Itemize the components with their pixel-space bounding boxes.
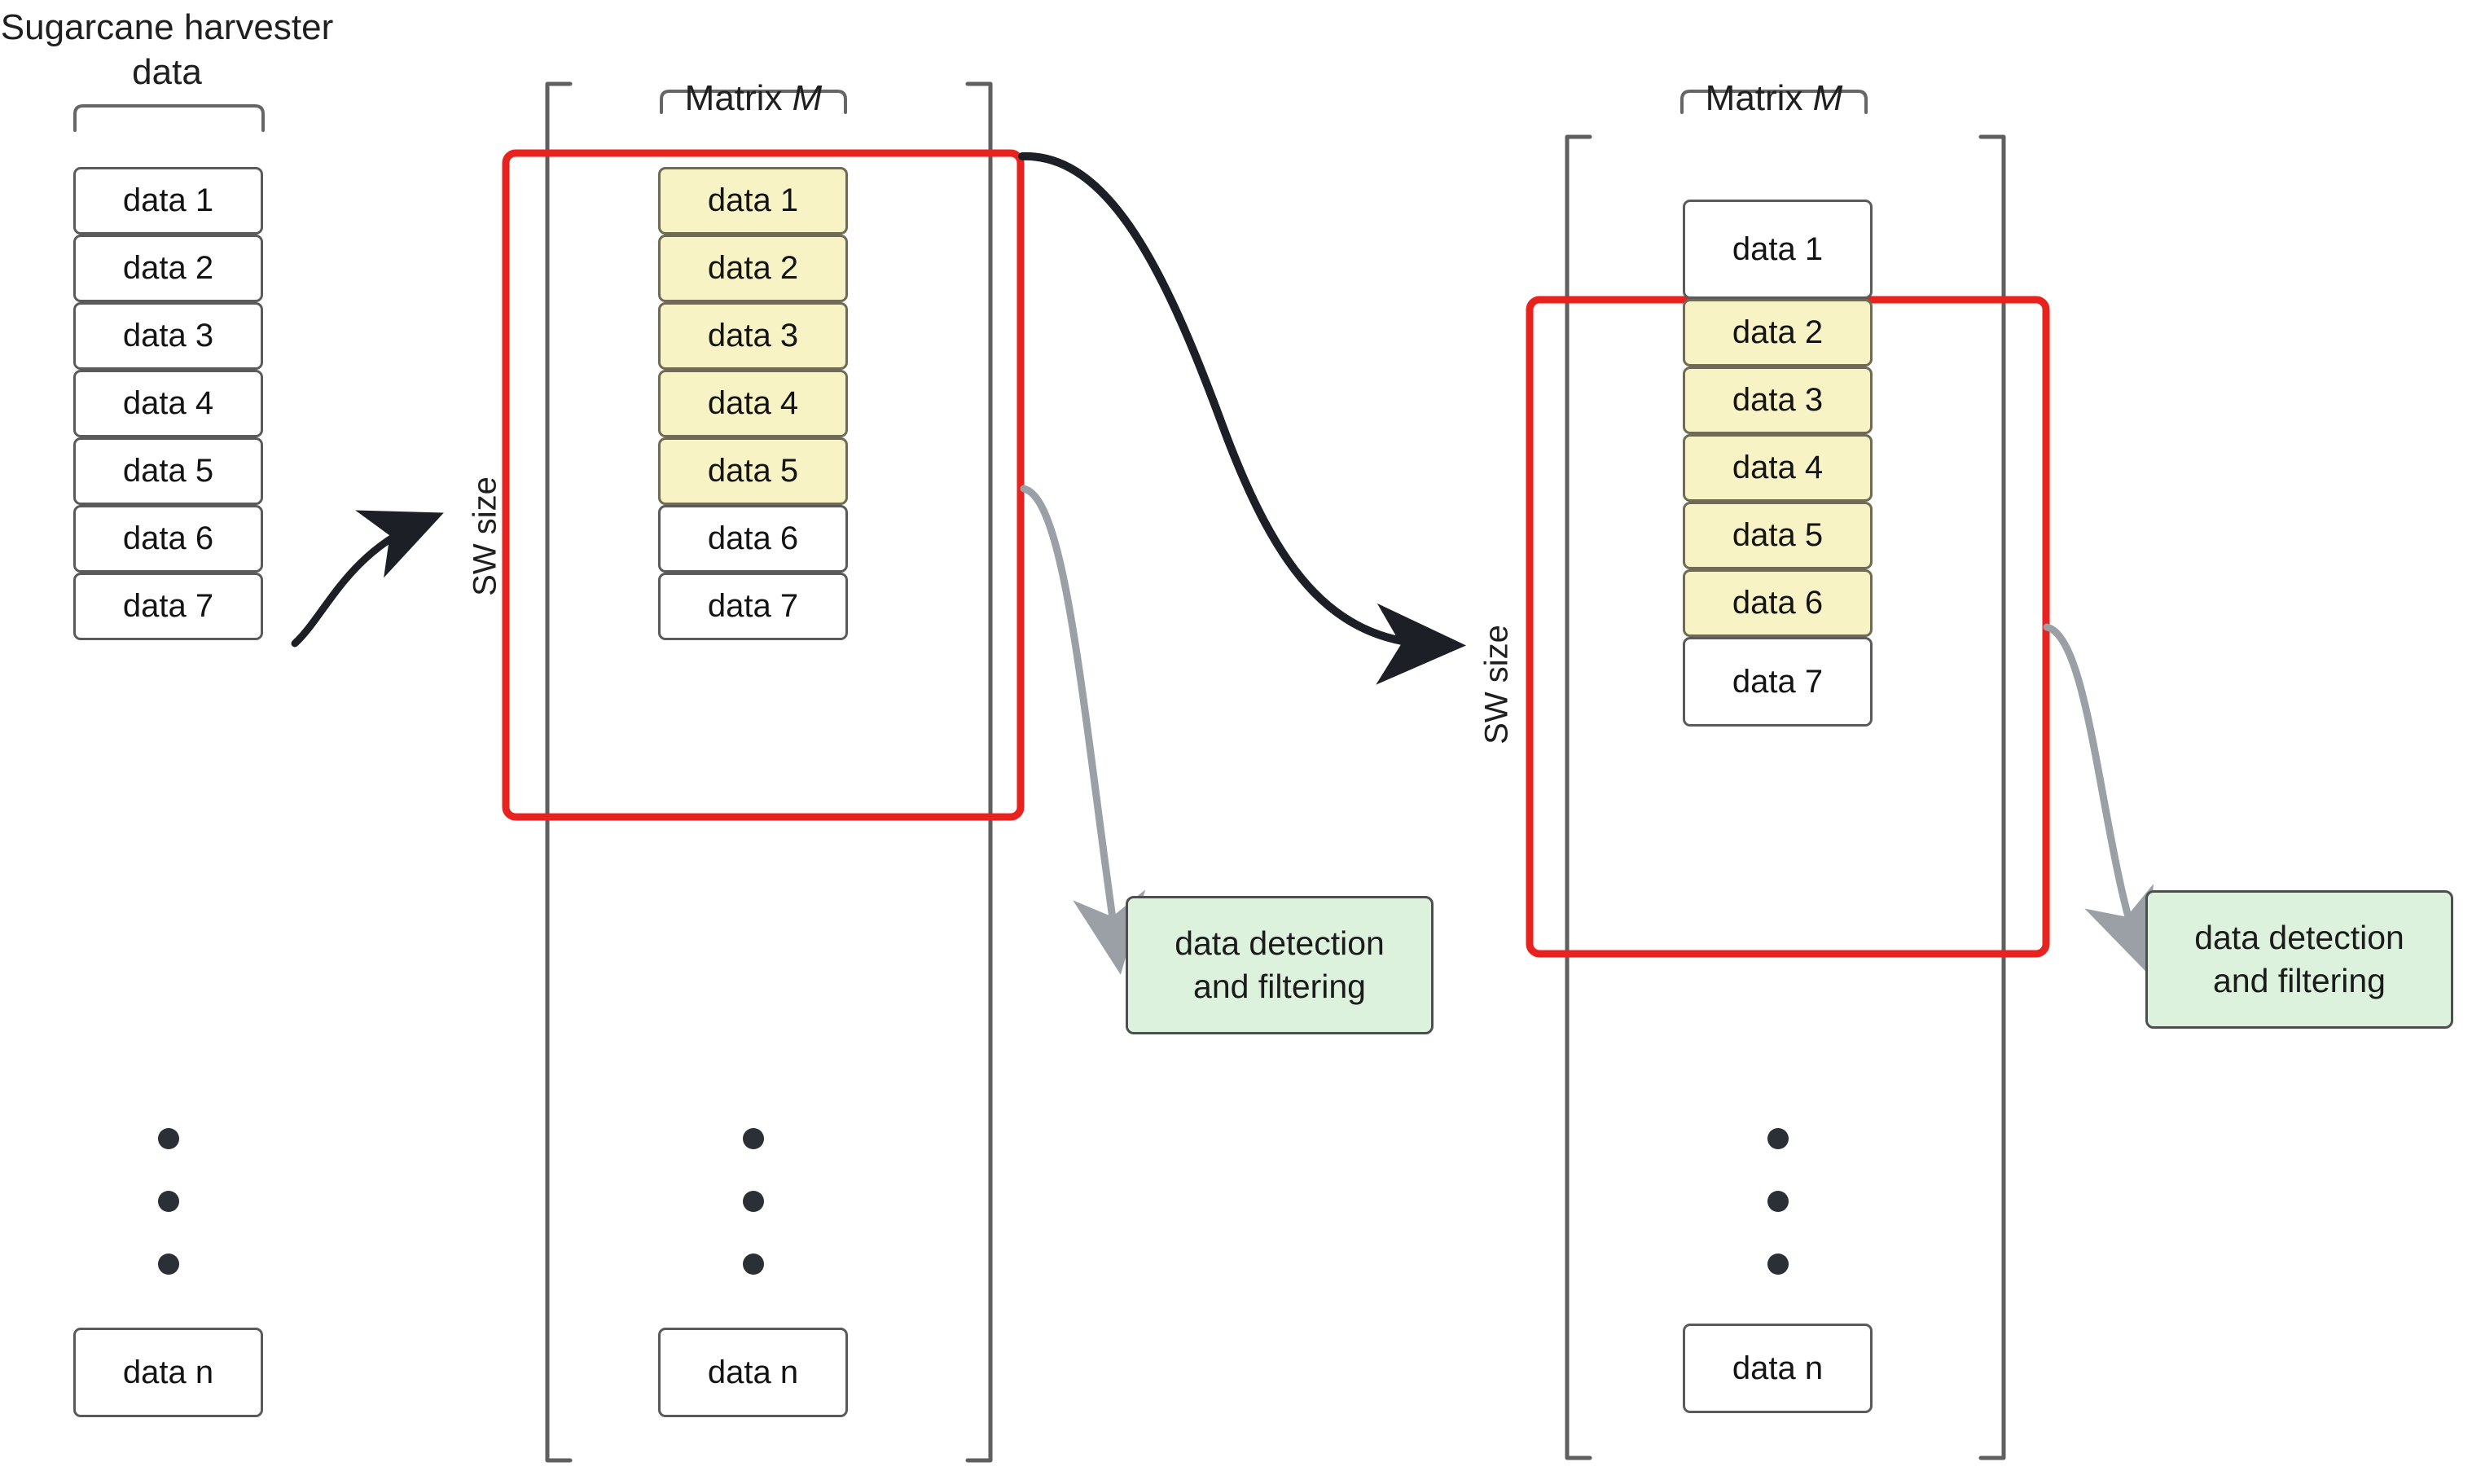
ellipsis-vertical	[73, 1128, 263, 1275]
sw-size-label-2: SW size	[1479, 604, 1516, 766]
ingest-arrow	[291, 510, 444, 648]
ellipsis-dot	[157, 1191, 179, 1212]
matrix2-title: Matrix M	[1648, 31, 1900, 121]
slide-transition-arrow	[1018, 151, 1466, 685]
detection-output-box-1: data detection and filtering	[1126, 896, 1434, 1034]
matrix-cell: data 5	[658, 437, 848, 505]
ellipsis-dot	[742, 1128, 764, 1149]
list-item: data 6	[73, 505, 263, 573]
matrix-cell: data n	[658, 1328, 848, 1417]
sw-size-text-1: SW size	[467, 476, 503, 596]
sw-size-text-2: SW size	[1478, 625, 1515, 744]
list-item: data 5	[73, 437, 263, 505]
ellipsis-dot	[1767, 1191, 1789, 1212]
matrix-cell: data 2	[1683, 299, 1873, 367]
ellipsis-dot	[742, 1191, 764, 1212]
sliding-window-1	[502, 149, 1025, 821]
left-column-title: Sugarcane harvester data	[0, 7, 334, 92]
ellipsis-vertical	[1683, 1128, 1873, 1275]
matrix1-bracket-left	[545, 81, 573, 1463]
matrix-cell: data 4	[1683, 434, 1873, 502]
matrix-cell: data 2	[658, 235, 848, 302]
matrix1-brace	[660, 90, 847, 114]
matrix1-title: Matrix M	[627, 31, 880, 121]
matrix-cell: data 5	[1683, 502, 1873, 569]
matrix-cell: data 6	[658, 505, 848, 573]
list-item: data 2	[73, 235, 263, 302]
matrix1-bracket-right	[965, 81, 993, 1463]
ellipsis-dot	[157, 1253, 179, 1275]
list-item: data 3	[73, 302, 263, 370]
ellipsis-dot	[157, 1128, 179, 1149]
matrix2-bracket-right	[1978, 134, 2006, 1460]
list-item: data 4	[73, 370, 263, 437]
matrix-cell: data 7	[658, 573, 848, 640]
list-item: data 1	[73, 167, 263, 235]
ellipsis-dot	[1767, 1253, 1789, 1275]
matrix2-title-prefix: Matrix M	[1705, 78, 1843, 118]
matrix-cell: data 7	[1683, 637, 1873, 727]
ellipsis-dot	[1767, 1128, 1789, 1149]
ellipsis-dot	[742, 1253, 764, 1275]
matrix-cell: data 3	[1683, 367, 1873, 434]
matrix-cell: data n	[1683, 1324, 1873, 1413]
detection-arrow-2	[2043, 623, 2154, 973]
detection-output-box-2: data detection and filtering	[2145, 890, 2453, 1029]
matrix2-brace	[1680, 90, 1868, 114]
matrix-cell: data 1	[1683, 200, 1873, 299]
sw-size-label-1: SW size	[468, 455, 504, 618]
matrix-cell: data 4	[658, 370, 848, 437]
matrix2-bracket-left	[1565, 134, 1592, 1460]
list-item: data 7	[73, 573, 263, 640]
matrix1-title-prefix: Matrix M	[684, 78, 823, 118]
matrix-cell: data 3	[658, 302, 848, 370]
list-item: data n	[73, 1328, 263, 1417]
ellipsis-vertical	[658, 1128, 848, 1275]
matrix-cell: data 6	[1683, 569, 1873, 637]
matrix-cell: data 1	[658, 167, 848, 235]
detection-arrow-1	[1020, 485, 1146, 975]
left-column-brace	[73, 104, 265, 132]
